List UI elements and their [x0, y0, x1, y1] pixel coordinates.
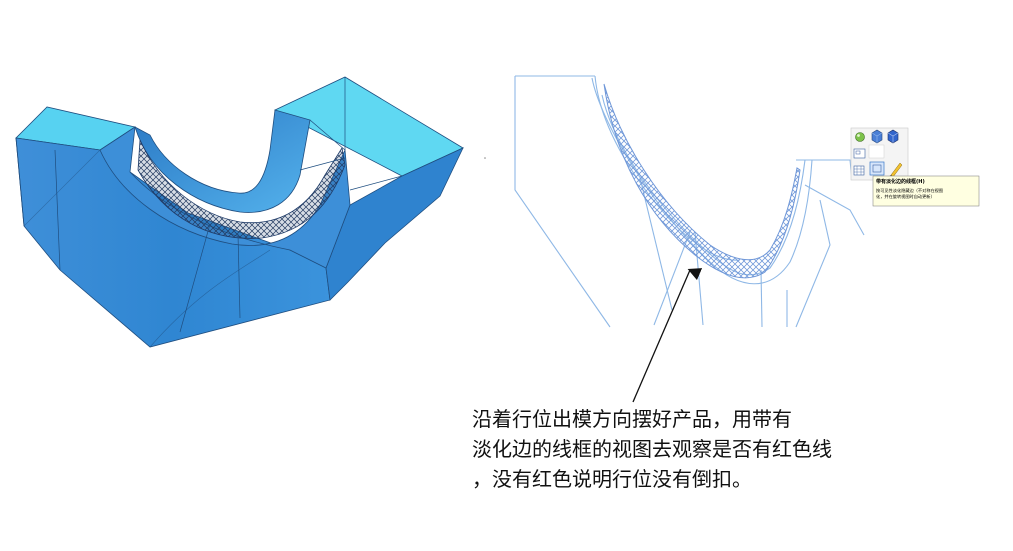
cavity-inner-face: [134, 109, 311, 213]
annotation-line-1: 沿着行位出模方向摆好产品，用带有: [472, 407, 792, 431]
annotation-text: 沿着行位出模方向摆好产品，用带有 淡化边的线框的视图去观察是否有红色线 ，没有红…: [472, 404, 992, 494]
cube-wire-icon[interactable]: [887, 129, 899, 144]
wire-inner-curve: [594, 75, 741, 261]
annotation-line-3: ，没有红色说明行位没有倒扣。: [472, 467, 752, 491]
wireframe-dimmed-icon[interactable]: [869, 161, 885, 176]
stray-dot: [484, 157, 486, 159]
tooltip-body-line-2: 化，并在旋转视图时自动更新）: [876, 193, 935, 200]
wire-mesh-band: [603, 83, 801, 279]
annotation-line-2: 淡化边的线框的视图去观察是否有红色线: [472, 437, 832, 461]
tooltip: 带有淡化边的线框(H) 按可见性淡化隐藏边（不对称在视图 化，并在旋转视图时自动…: [872, 175, 980, 207]
cube-shaded-icon[interactable]: [871, 129, 883, 144]
wireframe-model: [514, 75, 865, 328]
grid-icon[interactable]: [853, 165, 865, 176]
callout-arrow: [632, 268, 703, 403]
tooltip-title: 带有淡化边的线框(H): [876, 178, 925, 185]
tooltip-body-line-1: 按可见性淡化隐藏边（不对称在视图: [876, 187, 943, 194]
sphere-icon[interactable]: [855, 132, 865, 142]
wire-left-outline: [514, 76, 611, 328]
view-hidden-icon[interactable]: [853, 148, 866, 159]
view-toolbar-popup: 带有淡化边的线框(H) 按可见性淡化隐藏边（不对称在视图 化，并在旋转视图时自动…: [850, 127, 980, 207]
undercut-mesh-band: [137, 139, 346, 239]
solid-model: [15, 76, 464, 348]
